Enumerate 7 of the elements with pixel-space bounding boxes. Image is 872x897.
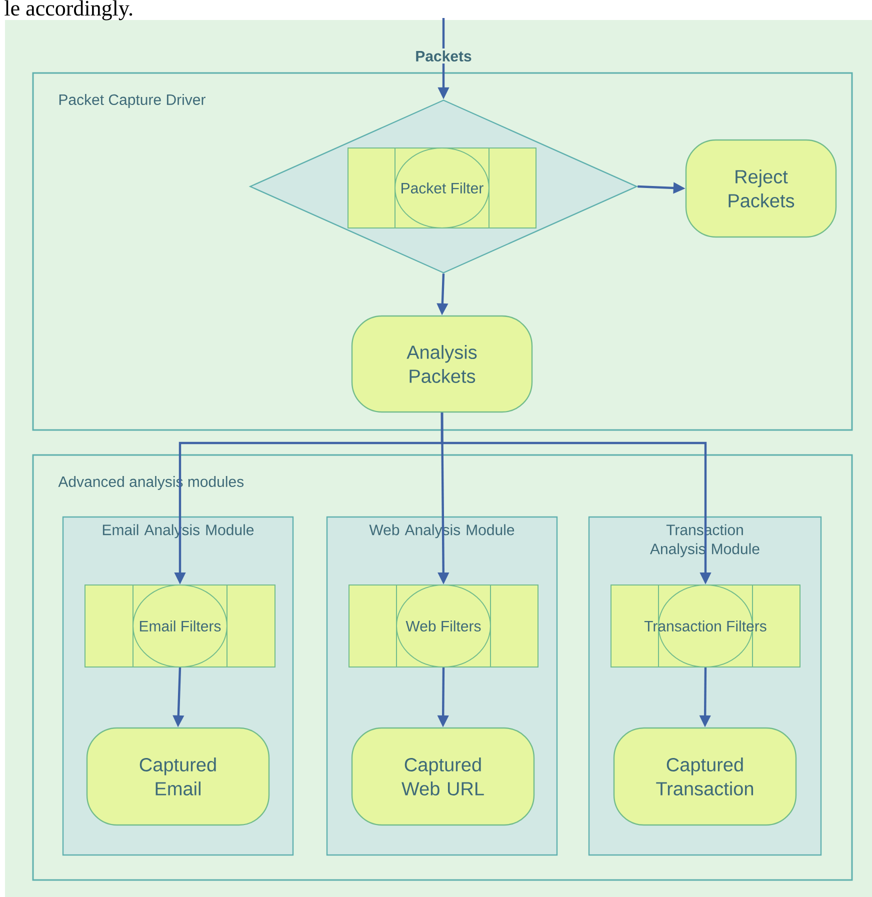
terminal-box: Analysis Packets [351, 315, 533, 413]
terminal-box: Reject Packets [685, 139, 837, 238]
edge-label: Packets [413, 48, 474, 64]
terminal-box: Captured Email [86, 727, 270, 826]
terminal-box: Captured Transaction [613, 727, 797, 826]
text-fragment: le accordingly. [4, 0, 132, 20]
terminal-box: Captured Web URL [351, 727, 535, 826]
